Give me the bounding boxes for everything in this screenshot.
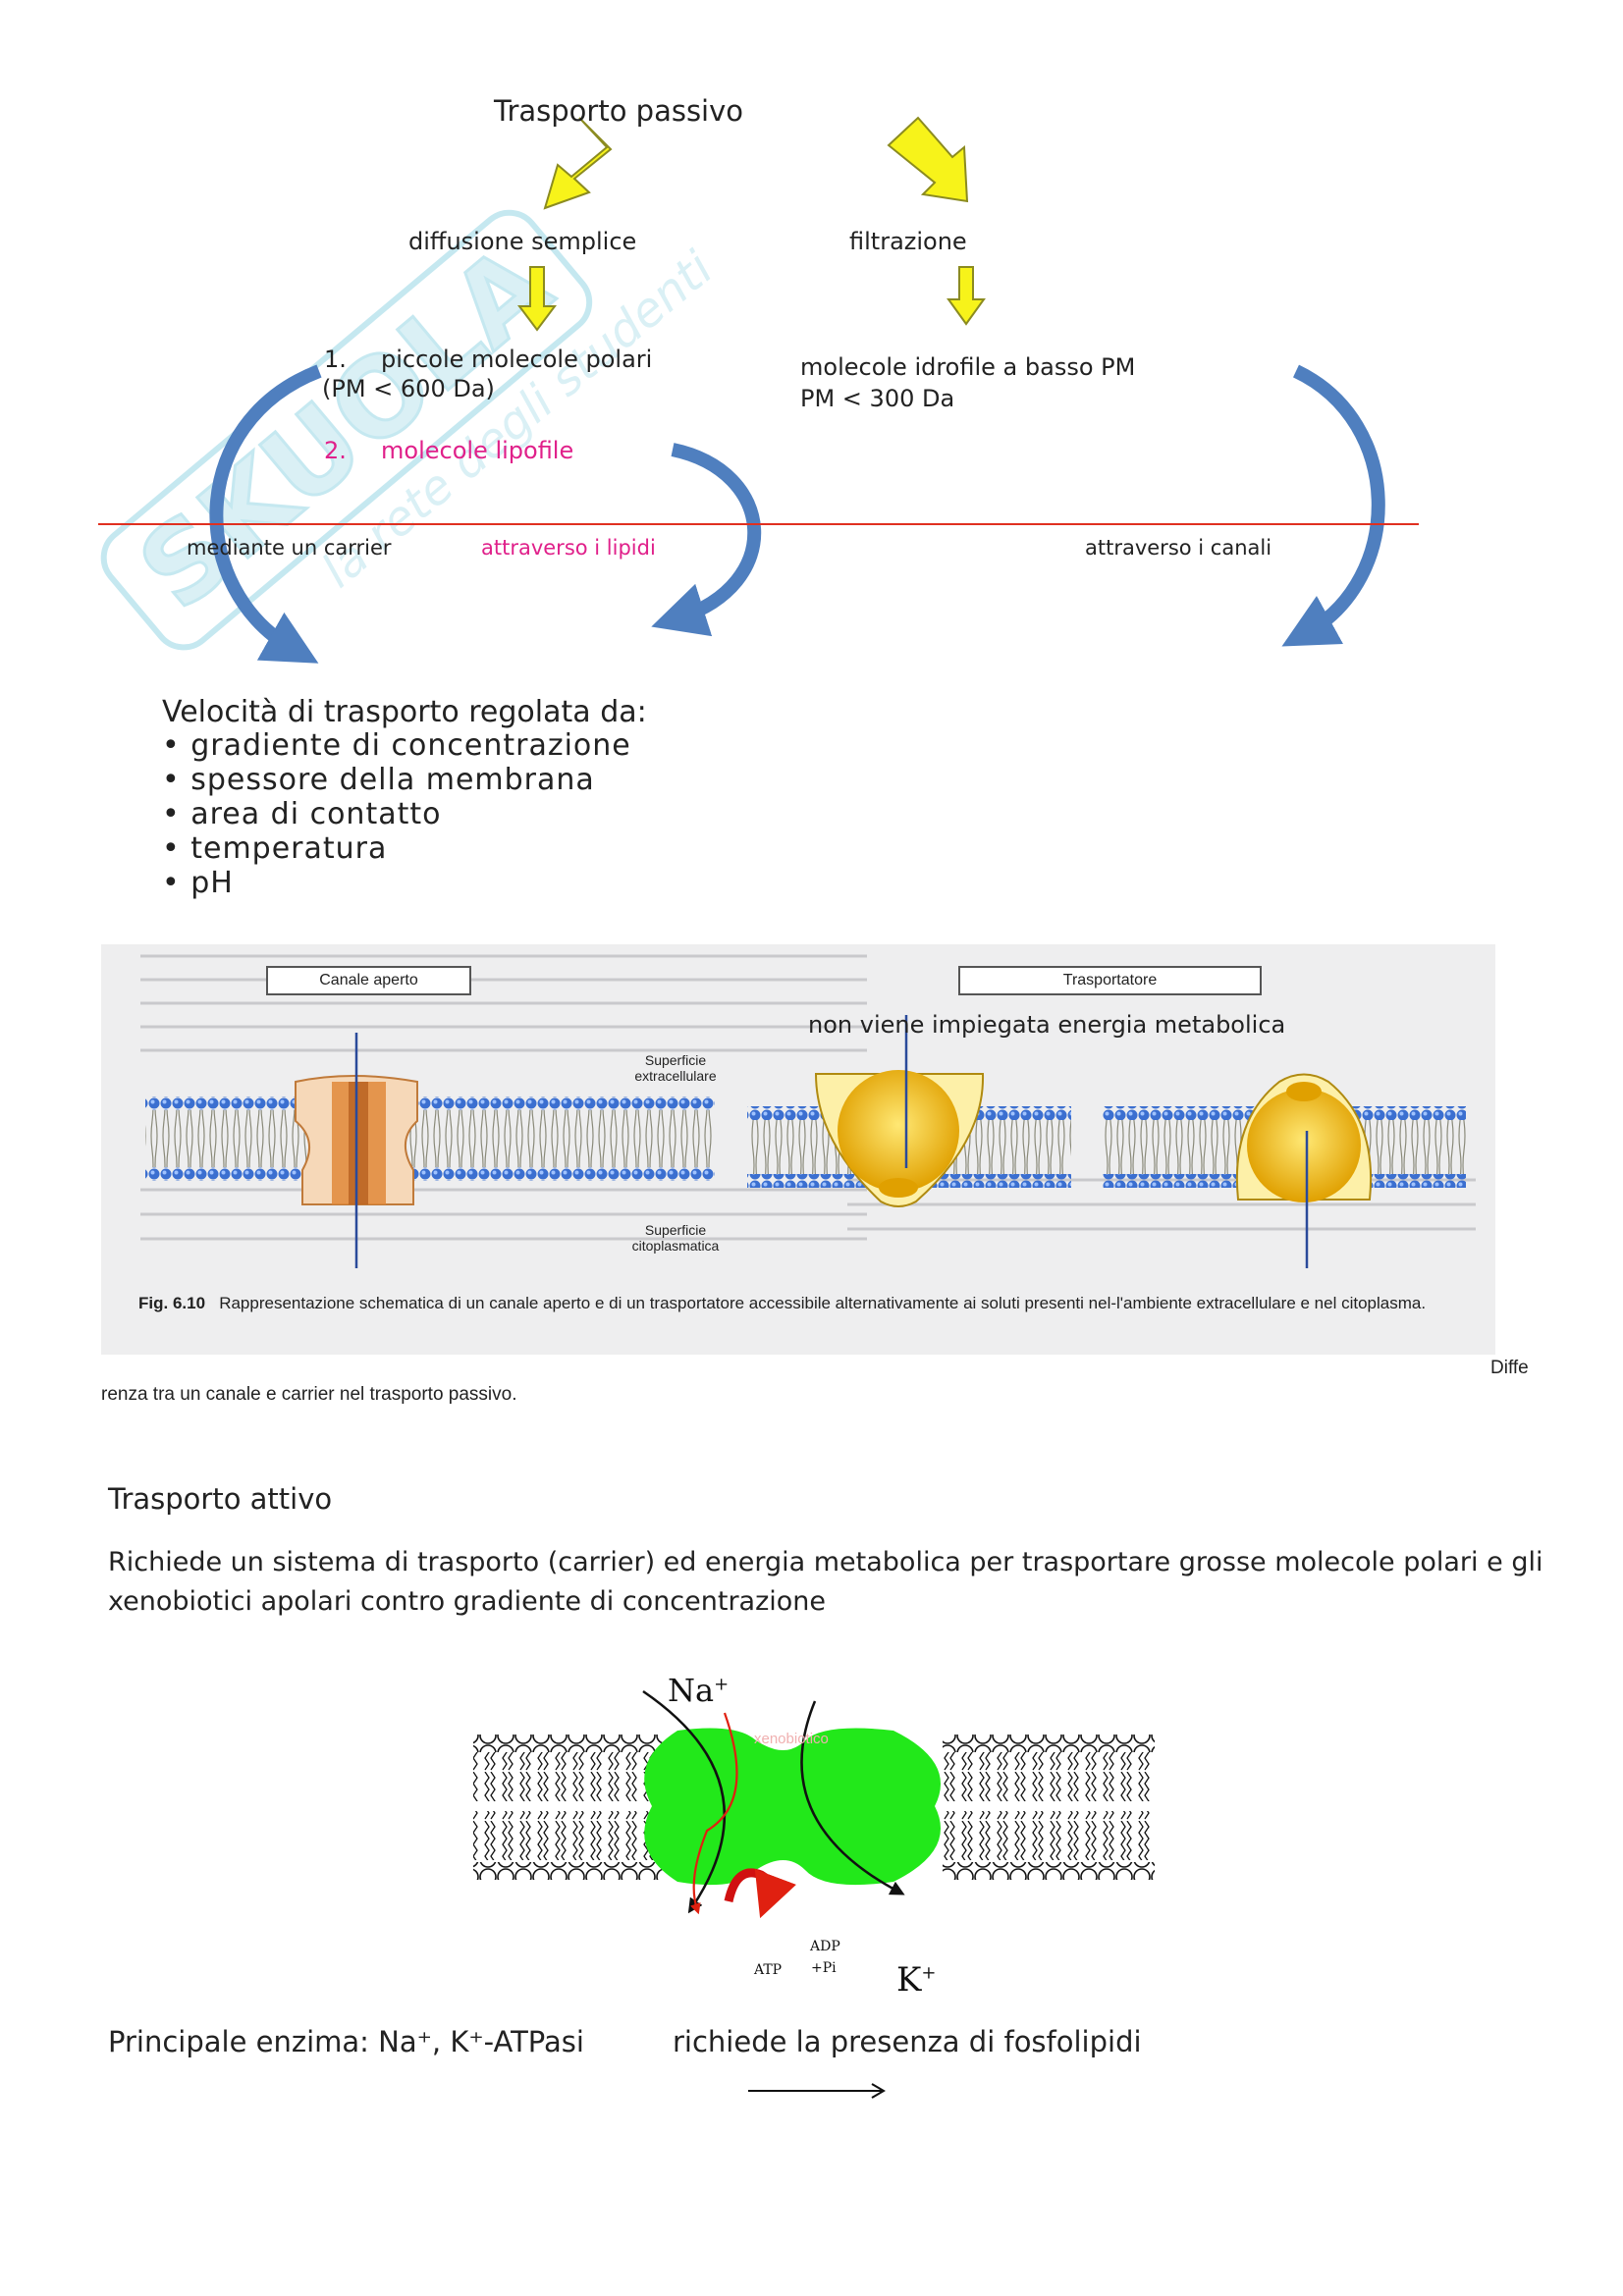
passive-transport-arrows bbox=[209, 116, 1385, 664]
yellow-arrow-right bbox=[887, 116, 969, 203]
item1-number: 1. bbox=[324, 346, 347, 373]
figure-illustration bbox=[140, 954, 1476, 1268]
blue-arrow-carrier bbox=[209, 364, 322, 664]
velocity-item: temperatura bbox=[162, 831, 631, 866]
passive-title: Trasporto passivo bbox=[494, 94, 744, 128]
velocity-title: Velocità di trasporto regolata da: bbox=[162, 695, 647, 729]
adp-label: ADP bbox=[810, 1939, 840, 1954]
caption-text: Rappresentazione schematica di un canale… bbox=[219, 1294, 1427, 1312]
box-trasportatore: Trasportatore bbox=[958, 966, 1262, 995]
yellow-arrow-down-right bbox=[947, 266, 986, 326]
background-text-lines bbox=[140, 954, 1476, 1241]
label-extracellular: Superficie extracellulare bbox=[634, 1052, 717, 1084]
yellow-arrow-left bbox=[543, 117, 613, 210]
na-arrow bbox=[642, 1689, 726, 1914]
right-arrow bbox=[748, 2083, 886, 2099]
phospholipid-label: richiede la presenza di fosfolipidi bbox=[673, 2025, 1142, 2058]
k-label: K+ bbox=[896, 1960, 937, 2000]
atpase-illustration bbox=[473, 1689, 1155, 1919]
active-title: Trasporto attivo bbox=[108, 1482, 333, 1516]
velocity-item: pH bbox=[162, 866, 631, 900]
carrier-protein-2 bbox=[1235, 1073, 1373, 1202]
atp-label: ATP bbox=[754, 1962, 783, 1978]
k-arrow bbox=[800, 1700, 905, 1896]
na-label: Na+ bbox=[668, 1672, 729, 1709]
na-plus: + bbox=[714, 1674, 730, 1695]
box-canale-aperto: Canale aperto bbox=[266, 966, 471, 995]
bilayer-left bbox=[473, 1735, 670, 1880]
right-text-line1: molecole idrofile a basso PM bbox=[800, 353, 1136, 381]
annotation-no-energy: non viene impiegata energia metabolica bbox=[808, 1011, 1286, 1039]
k-plus: + bbox=[921, 1962, 937, 1984]
item2-number: 2. bbox=[324, 437, 347, 464]
enzyme-label: Principale enzima: Na⁺, K⁺-ATPasi bbox=[108, 2025, 584, 2058]
bilayer-right bbox=[943, 1735, 1155, 1880]
velocity-item: gradiente di concentrazione bbox=[162, 728, 631, 763]
branch-diffusione: diffusione semplice bbox=[408, 228, 637, 255]
pi-label: +Pi bbox=[811, 1960, 837, 1976]
atpase-diagram: Na+ K+ xenobiotico ATP ADP +Pi bbox=[461, 1672, 1168, 2000]
label-lipids: attraverso i lipidi bbox=[481, 536, 656, 560]
velocity-list: gradiente di concentrazione spessore del… bbox=[162, 728, 631, 900]
branch-filtrazione: filtrazione bbox=[849, 228, 967, 255]
figure-caption: Fig. 6.10 Rappresentazione schematica di… bbox=[138, 1293, 1484, 1314]
xenobiotic-label: xenobiotico bbox=[754, 1731, 829, 1747]
blue-arrow-lipids bbox=[651, 443, 762, 637]
velocity-item: area di contatto bbox=[162, 797, 631, 831]
label-carrier: mediante un carrier bbox=[187, 536, 392, 560]
blue-arrow-channels bbox=[1281, 364, 1385, 647]
item1-sub: (PM < 600 Da) bbox=[322, 375, 495, 402]
right-text-line2: PM < 300 Da bbox=[800, 385, 955, 412]
label-cytoplasmic: Superficie citoplasmatica bbox=[631, 1222, 720, 1254]
velocity-item: spessore della membrana bbox=[162, 763, 631, 797]
label-channels: attraverso i canali bbox=[1085, 536, 1272, 560]
carrier-protein-1 bbox=[814, 1070, 985, 1207]
figure-channel-carrier: Canale aperto Trasportatore non viene im… bbox=[101, 944, 1495, 1355]
figure-note-part2: renza tra un canale e carrier nel traspo… bbox=[101, 1384, 517, 1405]
xenobiotic-arrow bbox=[690, 1712, 738, 1915]
atp-arrow bbox=[724, 1868, 796, 1919]
caption-fig-number: Fig. 6.10 bbox=[138, 1294, 206, 1312]
figure-note-part1: Diffe bbox=[1490, 1358, 1529, 1378]
membrane-line bbox=[98, 523, 1419, 525]
membrane-channel bbox=[145, 1096, 715, 1181]
na-text: Na bbox=[668, 1672, 715, 1709]
active-description: Richiede un sistema di trasporto (carrie… bbox=[108, 1547, 1543, 1617]
atpase-protein bbox=[644, 1728, 942, 1886]
yellow-arrow-down-left bbox=[517, 266, 557, 332]
k-text: K bbox=[896, 1960, 922, 2000]
item2-text: molecole lipofile bbox=[381, 437, 574, 464]
item1-text: piccole molecole polari bbox=[381, 346, 653, 373]
